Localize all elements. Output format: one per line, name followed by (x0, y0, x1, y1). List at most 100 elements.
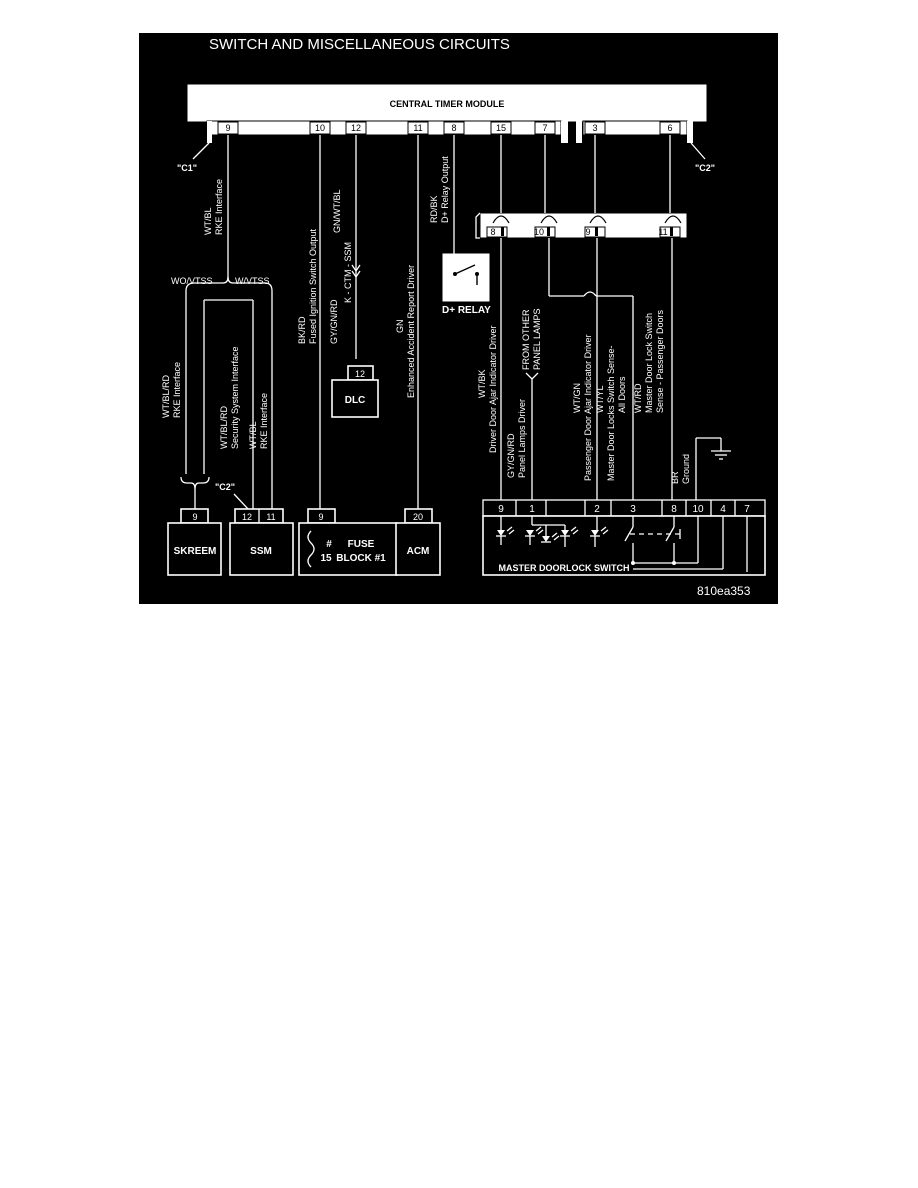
wire-desc-ground: Ground (681, 454, 691, 484)
switch-pin: 10 (692, 504, 704, 515)
svg-text:3: 3 (592, 123, 597, 133)
wire-color-pass-doors: WT/RD (633, 383, 643, 413)
wire-color-panel: GY/GN/RD (506, 433, 516, 478)
c1-pin: 9 (217, 121, 239, 135)
switch-pin: 9 (498, 504, 504, 515)
wire-desc-driver-ajar: Driver Door Ajar Indicator Driver (488, 325, 498, 453)
wire-color-security: WT/BL/RD (219, 405, 229, 449)
wire-desc-acm: Enhanced Accident Report Driver (406, 265, 416, 398)
master-doorlock-switch: 9 1 2 3 8 10 4 7 (482, 499, 766, 576)
splice-connector: 8 10 9 11 (475, 212, 688, 239)
branch-w-vtss: W/VTSS (235, 276, 270, 286)
wire-color-fused: BK/RD (297, 316, 307, 344)
wire-desc-all-doors-1: Master Door Locks Switch Sense- (606, 345, 616, 481)
c1-pin: 15 (490, 121, 512, 135)
acm-component: 20 ACM (395, 508, 441, 576)
d-relay-name: D+ RELAY (442, 305, 491, 316)
c1-pin: 12 (345, 121, 367, 135)
wire-color-acm: GN (395, 320, 405, 334)
c1-pin: 11 (407, 121, 429, 135)
c1-pin: 10 (309, 121, 331, 135)
led-icon (590, 526, 609, 537)
wire-color-rke: WT/BL (203, 207, 213, 235)
central-module-name: CENTRAL TIMER MODULE (390, 99, 505, 109)
dlc-component: 12 DLC (331, 365, 379, 418)
wire-desc-skreem: RKE Interface (172, 362, 182, 418)
ssm-pin: 11 (266, 512, 275, 522)
switch-pin: 7 (744, 504, 750, 515)
connector-c1-label: "C1" (177, 163, 197, 173)
wire-color-pass-ajar: WT/GN (572, 383, 582, 413)
wire-desc-pass-doors-2: Sense - Passenger Doors (655, 309, 665, 413)
c2-pin: 6 (659, 121, 681, 135)
wire-desc-rke: RKE Interface (214, 179, 224, 235)
wire-labels: WT/BL RKE Interface WT/BL/RD RKE Interfa… (161, 156, 691, 484)
fuse-name-2: BLOCK #1 (336, 553, 386, 564)
wire-desc-ccd: K - CTM - SSM (343, 242, 353, 303)
ssm-component: 12 11 SSM (229, 508, 294, 576)
svg-text:15: 15 (496, 123, 506, 133)
svg-text:11: 11 (413, 123, 422, 133)
dlc-name: DLC (345, 395, 366, 406)
fuse-name-1: FUSE (348, 539, 375, 550)
ssm-pin: 12 (242, 512, 252, 522)
branch-wo-vtss: WO/VTSS (171, 276, 213, 286)
wire-color-ground: BR (670, 471, 680, 484)
svg-text:11: 11 (658, 227, 667, 237)
svg-text:9: 9 (585, 227, 590, 237)
wire-desc-pass-doors-1: Master Door Lock Switch (644, 313, 654, 413)
svg-text:7: 7 (542, 123, 547, 133)
master-switch-name: MASTER DOORLOCK SWITCH (499, 563, 630, 573)
wire-color-driver-ajar: WT/BK (477, 370, 487, 399)
svg-text:10: 10 (315, 123, 325, 133)
dlc-pin: 12 (355, 369, 365, 379)
svg-text:9: 9 (225, 123, 230, 133)
wire-desc-ssm-rke: RKE Interface (259, 393, 269, 449)
wire-desc-all-doors-2: All Doors (617, 376, 627, 413)
svg-text:8: 8 (451, 123, 456, 133)
wire-desc-fused: Fused Ignition Switch Output (308, 228, 318, 344)
fuse-icon (307, 530, 315, 568)
wire-color-relay: RD/BK (429, 195, 439, 223)
d-relay-component: D+ RELAY (442, 253, 491, 316)
switch-icon (665, 516, 676, 565)
wire-desc-panel: Panel Lamps Driver (517, 399, 527, 478)
acm-pin: 20 (413, 512, 423, 522)
diagram-title: SWITCH AND MISCELLANEOUS CIRCUITS (209, 36, 510, 53)
switch-pin: 4 (720, 504, 726, 515)
figure-id: 810ea353 (697, 584, 751, 598)
wire-color-ssm-rke: WT/BL (248, 421, 258, 449)
connector-c2-label: "C2" (695, 163, 715, 173)
switch-pin: 2 (594, 504, 600, 515)
c1-pin: 8 (443, 121, 465, 135)
svg-text:10: 10 (534, 227, 544, 237)
c2-pin: 3 (584, 121, 606, 135)
led-icon (541, 532, 560, 543)
switch-pin: 1 (529, 504, 535, 515)
switch-pin: 8 (671, 504, 677, 515)
fuse-number: 15 (320, 553, 332, 564)
c1-pin: 7 (534, 121, 556, 135)
wire-color-ccd-1: GY/GN/RD (329, 299, 339, 344)
from-other-line-2: PANEL LAMPS (532, 308, 542, 370)
wire-color-skreem: WT/BL/RD (161, 374, 171, 418)
skreem-pin: 9 (192, 512, 197, 522)
wiring-diagram: SWITCH AND MISCELLANEOUS CIRCUITS CENTRA… (139, 33, 778, 604)
wire-color-all-doors: WT/YL (595, 385, 605, 413)
ssm-c2-label: "C2" (215, 482, 235, 492)
switch-pin: 3 (630, 504, 636, 515)
fuse-pin: 9 (318, 512, 323, 522)
wire-desc-pass-ajar: Passenger Door Ajar Indicator Driver (583, 334, 593, 481)
svg-text:12: 12 (351, 123, 361, 133)
wire-desc-relay: D+ Relay Output (440, 156, 450, 223)
wire-desc-security: Security System Interface (230, 346, 240, 449)
svg-text:8: 8 (490, 227, 495, 237)
from-other-line-1: FROM OTHER (521, 309, 531, 370)
central-timer-module: CENTRAL TIMER MODULE 9 10 12 11 8 15 7 3… (177, 84, 715, 173)
wire-color-ccd-2: GN/WT/BL (332, 189, 342, 233)
svg-text:6: 6 (667, 123, 672, 133)
skreem-component: 9 SKREEM (167, 508, 222, 576)
acm-name: ACM (407, 546, 430, 557)
fuse-hash: # (326, 539, 332, 550)
ssm-name: SSM (250, 546, 272, 557)
